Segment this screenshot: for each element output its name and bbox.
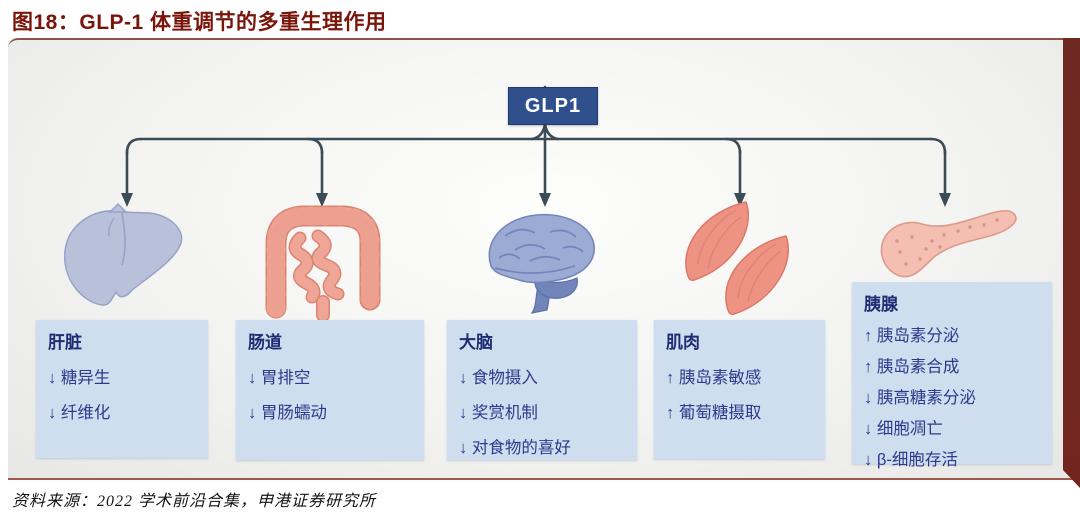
effect-item: ↓ 奖赏机制 <box>459 404 538 422</box>
effect-item: ↑ 葡萄糖摄取 <box>666 404 762 422</box>
effect-box-pancreas: 胰腺 ↑ 胰岛素分泌 ↑ 胰岛素合成 ↓ 胰高糖素分泌 ↓ 细胞凋亡 ↓ β-细… <box>852 282 1052 469</box>
liver-icon <box>64 202 183 306</box>
figure-title: 图18：GLP-1 体重调节的多重生理作用 <box>12 11 387 34</box>
effect-item: ↓ 食物摄入 <box>459 369 538 387</box>
organ-label: 胰腺 <box>864 295 898 314</box>
effect-item: ↑ 胰岛素分泌 <box>864 327 960 345</box>
effect-box-brain: 大脑 ↓ 食物摄入 ↓ 奖赏机制 ↓ 对食物的喜好 <box>447 320 637 460</box>
effect-box-muscle: 肌肉 ↑ 胰岛素敏感 ↑ 葡萄糖摄取 <box>654 320 825 459</box>
brain-icon <box>488 213 595 314</box>
organ-label: 肠道 <box>248 333 282 352</box>
effect-item: ↓ 胃肠蠕动 <box>248 404 327 422</box>
intestine-icon <box>265 205 381 322</box>
effect-item: ↓ 胰高糖素分泌 <box>864 389 976 407</box>
effect-item: ↓ 细胞凋亡 <box>864 420 943 438</box>
effect-box-liver: 肝脏 ↓ 糖异生 ↓ 纤维化 <box>36 320 208 458</box>
effect-item: ↓ 对食物的喜好 <box>459 439 571 457</box>
branch-arrows <box>121 85 951 207</box>
pancreas-icon <box>880 209 1017 278</box>
diagram-panel: GLP1 <box>8 38 1080 480</box>
effect-item: ↓ 纤维化 <box>48 404 111 422</box>
organ-label: 肌肉 <box>666 333 700 352</box>
effect-item: ↑ 胰岛素敏感 <box>666 369 762 387</box>
right-accent-bar <box>1063 38 1080 488</box>
effect-item: ↓ 糖异生 <box>48 369 111 387</box>
organ-label: 大脑 <box>459 333 493 352</box>
effect-item: ↓ 胃排空 <box>248 369 311 387</box>
organ-label: 肝脏 <box>48 333 82 352</box>
muscle-icon <box>685 201 789 315</box>
source-note: 资料来源：2022 学术前沿合集，申港证券研究所 <box>12 493 377 510</box>
glp1-root-node: GLP1 <box>508 87 598 125</box>
effect-box-intestine: 肠道 ↓ 胃排空 ↓ 胃肠蠕动 <box>236 320 424 460</box>
effect-item: ↓ β-细胞存活 <box>864 451 958 469</box>
effect-item: ↑ 胰岛素合成 <box>864 358 960 376</box>
